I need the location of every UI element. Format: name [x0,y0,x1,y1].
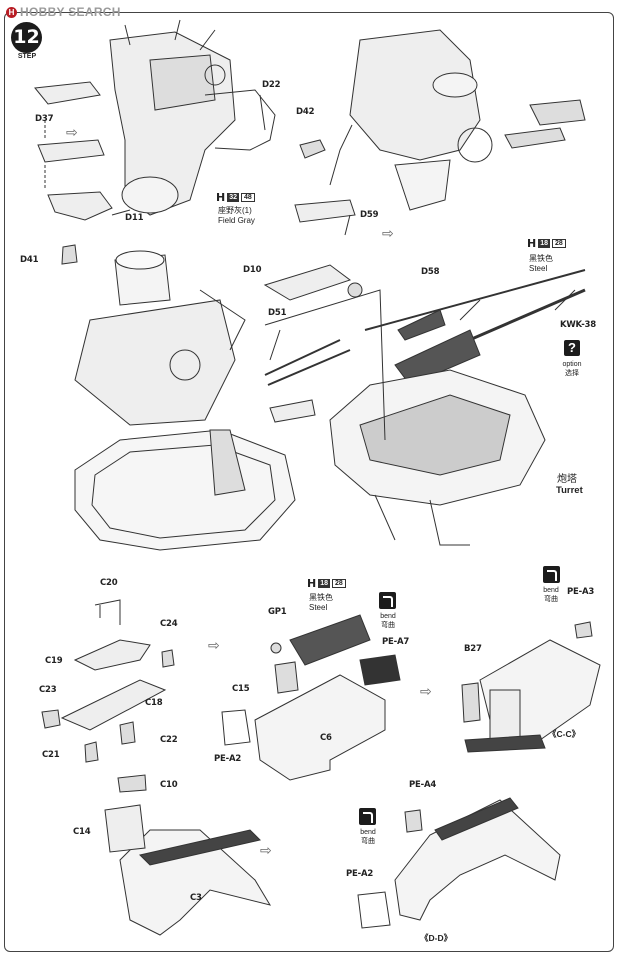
option-en: option [562,361,582,368]
part-label-d42: D42 [296,107,315,117]
step-arrow-icon: ⇨ [66,124,78,140]
step-badge: 12 STEP [9,22,45,64]
part-d37-drawing [35,82,100,104]
bend-en: bend [360,829,376,836]
part-label-d41: D41 [20,255,39,265]
part-label-pe-a7: PE-A7 [382,637,410,647]
step-arrow-icon: ⇨ [260,842,272,858]
color-code-steel-mount: H 18 28 [307,577,346,590]
b27-assembly [462,622,600,752]
page-frame [4,12,614,952]
part-label-c22: C22 [160,735,178,745]
turret-ring [75,430,295,550]
part-label-pe-a2-bottom: PE-A2 [346,869,374,879]
option-label: option 选择 [556,360,588,378]
part-label-d59: D59 [360,210,379,220]
part-label-pe-a3: PE-A3 [567,587,595,597]
gun-mount-assembly [110,20,275,215]
color-name-field-gray: 座野灰(1) Field Gray [218,206,255,226]
turret-label-en: Turret [556,485,583,496]
dd-assembly [358,798,560,928]
turret-drawing [330,370,545,545]
bend-en: bend [380,613,396,620]
bend-label: bend 弯曲 [372,612,404,630]
step-label: STEP [17,53,37,60]
part-label-c10: C10 [160,780,178,790]
step-arrow-icon: ⇨ [208,637,220,653]
bend-label: bend 弯曲 [352,828,384,846]
color-name-en: Steel [309,603,328,612]
bend-cn: 弯曲 [544,596,558,603]
color-code-1: 18 [538,239,551,248]
part-label-b27: B27 [464,644,482,654]
part-label-d37: D37 [35,114,54,124]
turret-label-cn: 炮塔 [557,474,577,485]
color-name-cn: 黑铁色 [309,593,333,602]
bend-cn: 弯曲 [381,622,395,629]
part-label-kwk38: KWK-38 [560,320,596,330]
watermark-text: HOBBY SEARCH [20,5,121,19]
color-letter: H [216,191,226,204]
part-label-gp1: GP1 [268,607,287,617]
color-code-2: 48 [241,193,255,202]
color-name-cn: 黑铁色 [529,254,553,263]
part-label-c19: C19 [45,656,63,666]
color-code-field-gray: H 32 48 [216,191,255,204]
part-label-pe-a2-top: PE-A2 [214,754,242,764]
step-arrow-icon: ⇨ [382,225,394,241]
color-code-1: 18 [318,579,331,588]
step-number: 12 [11,22,42,53]
color-name-cn: 座野灰(1) [218,206,252,215]
turret-interior-top [330,30,585,210]
part-label-c21: C21 [42,750,60,760]
part-label-c14: C14 [73,827,91,837]
color-name-steel-gun: 黑铁色 Steel [529,254,553,274]
color-name-en: Field Gray [218,216,255,225]
color-code-2: 28 [552,239,566,248]
option-question-icon: ? [564,340,580,356]
c-parts-assembly [42,600,174,762]
part-label-c3: C3 [190,893,202,903]
part-label-c23: C23 [39,685,57,695]
color-code-1: 32 [227,193,240,202]
part-label-d11: D11 [125,213,144,223]
color-letter: H [307,577,317,590]
watermark: H HOBBY SEARCH [6,5,121,19]
color-code-2: 28 [332,579,346,588]
mount-subassembly [75,251,245,425]
part-label-d58: D58 [421,267,440,277]
color-name-steel-mount: 黑铁色 Steel [309,593,333,613]
watermark-logo-icon: H [6,6,17,18]
bend-icon [543,566,560,583]
c3-assembly [105,775,270,935]
part-label-c6: C6 [320,733,332,743]
part-label-d51: D51 [268,308,287,318]
part-label-c20: C20 [100,578,118,588]
bend-en: bend [543,587,559,594]
option-cn: 选择 [565,370,579,377]
bend-label: bend 弯曲 [535,586,567,604]
c6-assembly [222,615,400,780]
bend-icon [359,808,376,825]
part-label-d10: D10 [243,265,262,275]
section-label-cc: 《C-C》 [548,729,581,739]
part-label-c24: C24 [160,619,178,629]
color-name-en: Steel [529,264,548,273]
bend-icon [379,592,396,609]
part-label-c15: C15 [232,684,250,694]
step-arrow-icon: ⇨ [420,683,432,699]
color-letter: H [527,237,537,250]
part-label-d22: D22 [262,80,281,90]
bend-cn: 弯曲 [361,838,375,845]
color-code-steel-gun: H 18 28 [527,237,566,250]
section-label-dd: 《D-D》 [420,933,453,943]
part-label-c18: C18 [145,698,163,708]
part-label-pe-a4: PE-A4 [409,780,437,790]
